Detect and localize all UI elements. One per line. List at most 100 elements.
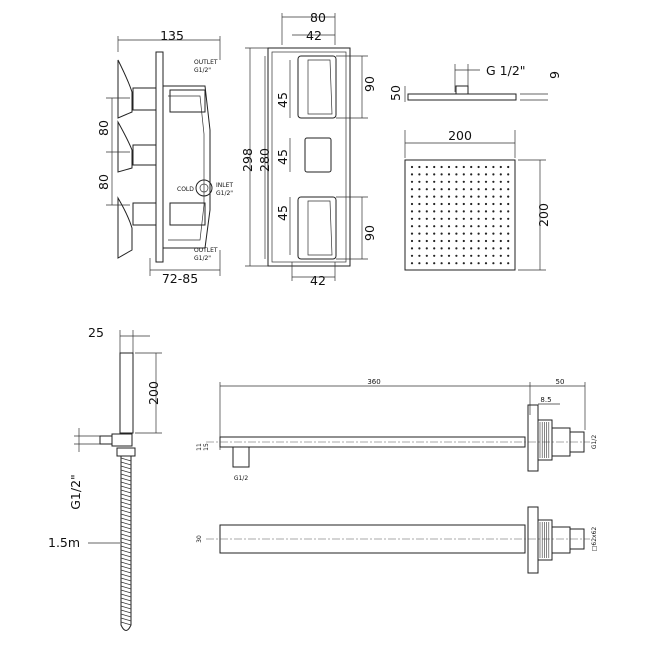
nozzle-dot xyxy=(425,217,428,220)
nozzle-dot xyxy=(455,247,458,250)
nozzle-dot xyxy=(455,173,458,176)
nozzle-dot xyxy=(507,262,510,265)
dim-42-bottom: 42 xyxy=(310,273,326,288)
nozzle-dot xyxy=(433,217,436,220)
nozzle-dot xyxy=(440,195,443,198)
nozzle-dot xyxy=(462,247,465,250)
nozzle-dot xyxy=(477,188,480,191)
nozzle-dot xyxy=(440,188,443,191)
nozzle-dot xyxy=(425,262,428,265)
dim-6: 6 xyxy=(547,71,562,79)
nozzle-dot xyxy=(470,217,473,220)
nozzle-dot xyxy=(410,247,414,250)
nozzle-dot xyxy=(477,247,480,250)
nozzle-dot xyxy=(499,232,502,235)
dim-280: 280 xyxy=(257,148,272,172)
nozzle-dot xyxy=(418,217,421,220)
nozzle-dot xyxy=(433,188,436,191)
nozzle-dot xyxy=(447,165,451,169)
nozzle-dot xyxy=(447,247,451,250)
nozzle-dot xyxy=(492,202,495,206)
nozzle-dot xyxy=(433,262,436,265)
nozzle-dot xyxy=(440,210,443,213)
nozzle-dot xyxy=(492,210,495,213)
nozzle-dot xyxy=(425,202,428,206)
nozzle-dot xyxy=(477,173,480,176)
nozzle-dot xyxy=(462,239,465,243)
valve-front-view: 80 42 298 280 45 45 45 90 90 xyxy=(240,10,377,288)
nozzle-dot xyxy=(507,217,510,220)
nozzle-dot xyxy=(499,173,502,176)
nozzle-dot xyxy=(507,247,510,250)
nozzle-dot xyxy=(499,202,502,206)
nozzle-dot xyxy=(425,173,428,176)
nozzle-dot xyxy=(418,210,421,213)
shower-arm-top: 30 □62x62 xyxy=(196,506,598,574)
nozzle-dot xyxy=(462,202,465,206)
nozzle-dot xyxy=(470,173,473,176)
nozzle-dot xyxy=(418,180,421,183)
nozzle-dot xyxy=(507,165,510,169)
nozzle-dot xyxy=(440,232,443,235)
nozzle-dot xyxy=(484,173,488,176)
nozzle-dot xyxy=(462,210,465,213)
nozzle-dot xyxy=(425,254,428,257)
nozzle-dot xyxy=(477,225,480,228)
nozzle-dot xyxy=(455,165,458,169)
nozzle-dot xyxy=(507,210,510,213)
nozzle-dot xyxy=(418,239,421,243)
nozzle-dot xyxy=(507,180,510,183)
nozzle-dot xyxy=(410,195,414,198)
dim-200-depth: 200 xyxy=(536,203,551,227)
nozzle-dot xyxy=(410,180,414,183)
nozzle-dot xyxy=(470,202,473,206)
nozzle-dot xyxy=(499,262,502,265)
nozzle-dot xyxy=(440,202,443,206)
nozzle-dot xyxy=(492,217,495,220)
nozzle-dot xyxy=(410,262,414,265)
dim-15: 15 xyxy=(203,443,210,451)
nozzle-dot xyxy=(470,239,473,243)
dim-50-arm: 50 xyxy=(556,378,565,386)
nozzle-dot xyxy=(462,180,465,183)
nozzle-dot xyxy=(425,232,428,235)
nozzle-dot xyxy=(492,239,495,243)
nozzle-dot xyxy=(433,210,436,213)
nozzle-dot xyxy=(507,188,510,191)
nozzle-dot xyxy=(425,165,428,169)
dim-30: 30 xyxy=(196,535,203,543)
handset: 25 200 G1/2" 1.5m xyxy=(48,325,162,631)
nozzle-dot xyxy=(484,217,488,220)
nozzle-dot xyxy=(410,225,414,228)
nozzle-dot xyxy=(440,247,443,250)
nozzle-dot xyxy=(418,165,421,169)
nozzle-dot xyxy=(492,225,495,228)
nozzle-dot xyxy=(499,165,502,169)
nozzle-dot xyxy=(455,225,458,228)
nozzle-dot xyxy=(455,188,458,191)
nozzle-dot xyxy=(462,254,465,257)
nozzle-dot xyxy=(425,180,428,183)
nozzle-dot xyxy=(499,247,502,250)
nozzle-dot xyxy=(470,225,473,228)
dim-80-lower: 80 xyxy=(96,174,111,190)
shower-arm-side: 360 50 8.5 G1/2 15 11 G1/2 xyxy=(196,378,598,482)
dim-50: 50 xyxy=(388,85,403,101)
dim-plate: □62x62 xyxy=(591,527,598,552)
nozzle-dot xyxy=(507,239,510,243)
valve-side-view: 135 80 80 72-85 xyxy=(96,28,233,286)
nozzle-dot xyxy=(455,239,458,243)
nozzle-dot xyxy=(447,180,451,183)
dim-8-5: 8.5 xyxy=(540,396,551,404)
nozzle-dot xyxy=(507,232,510,235)
nozzle-dot xyxy=(455,210,458,213)
nozzle-dot xyxy=(433,232,436,235)
nozzle-dot xyxy=(484,202,488,206)
nozzle-dot xyxy=(462,188,465,191)
nozzle-dot xyxy=(433,247,436,250)
nozzle-dot xyxy=(507,195,510,198)
nozzle-dot xyxy=(484,247,488,250)
nozzle-dot xyxy=(492,165,495,169)
